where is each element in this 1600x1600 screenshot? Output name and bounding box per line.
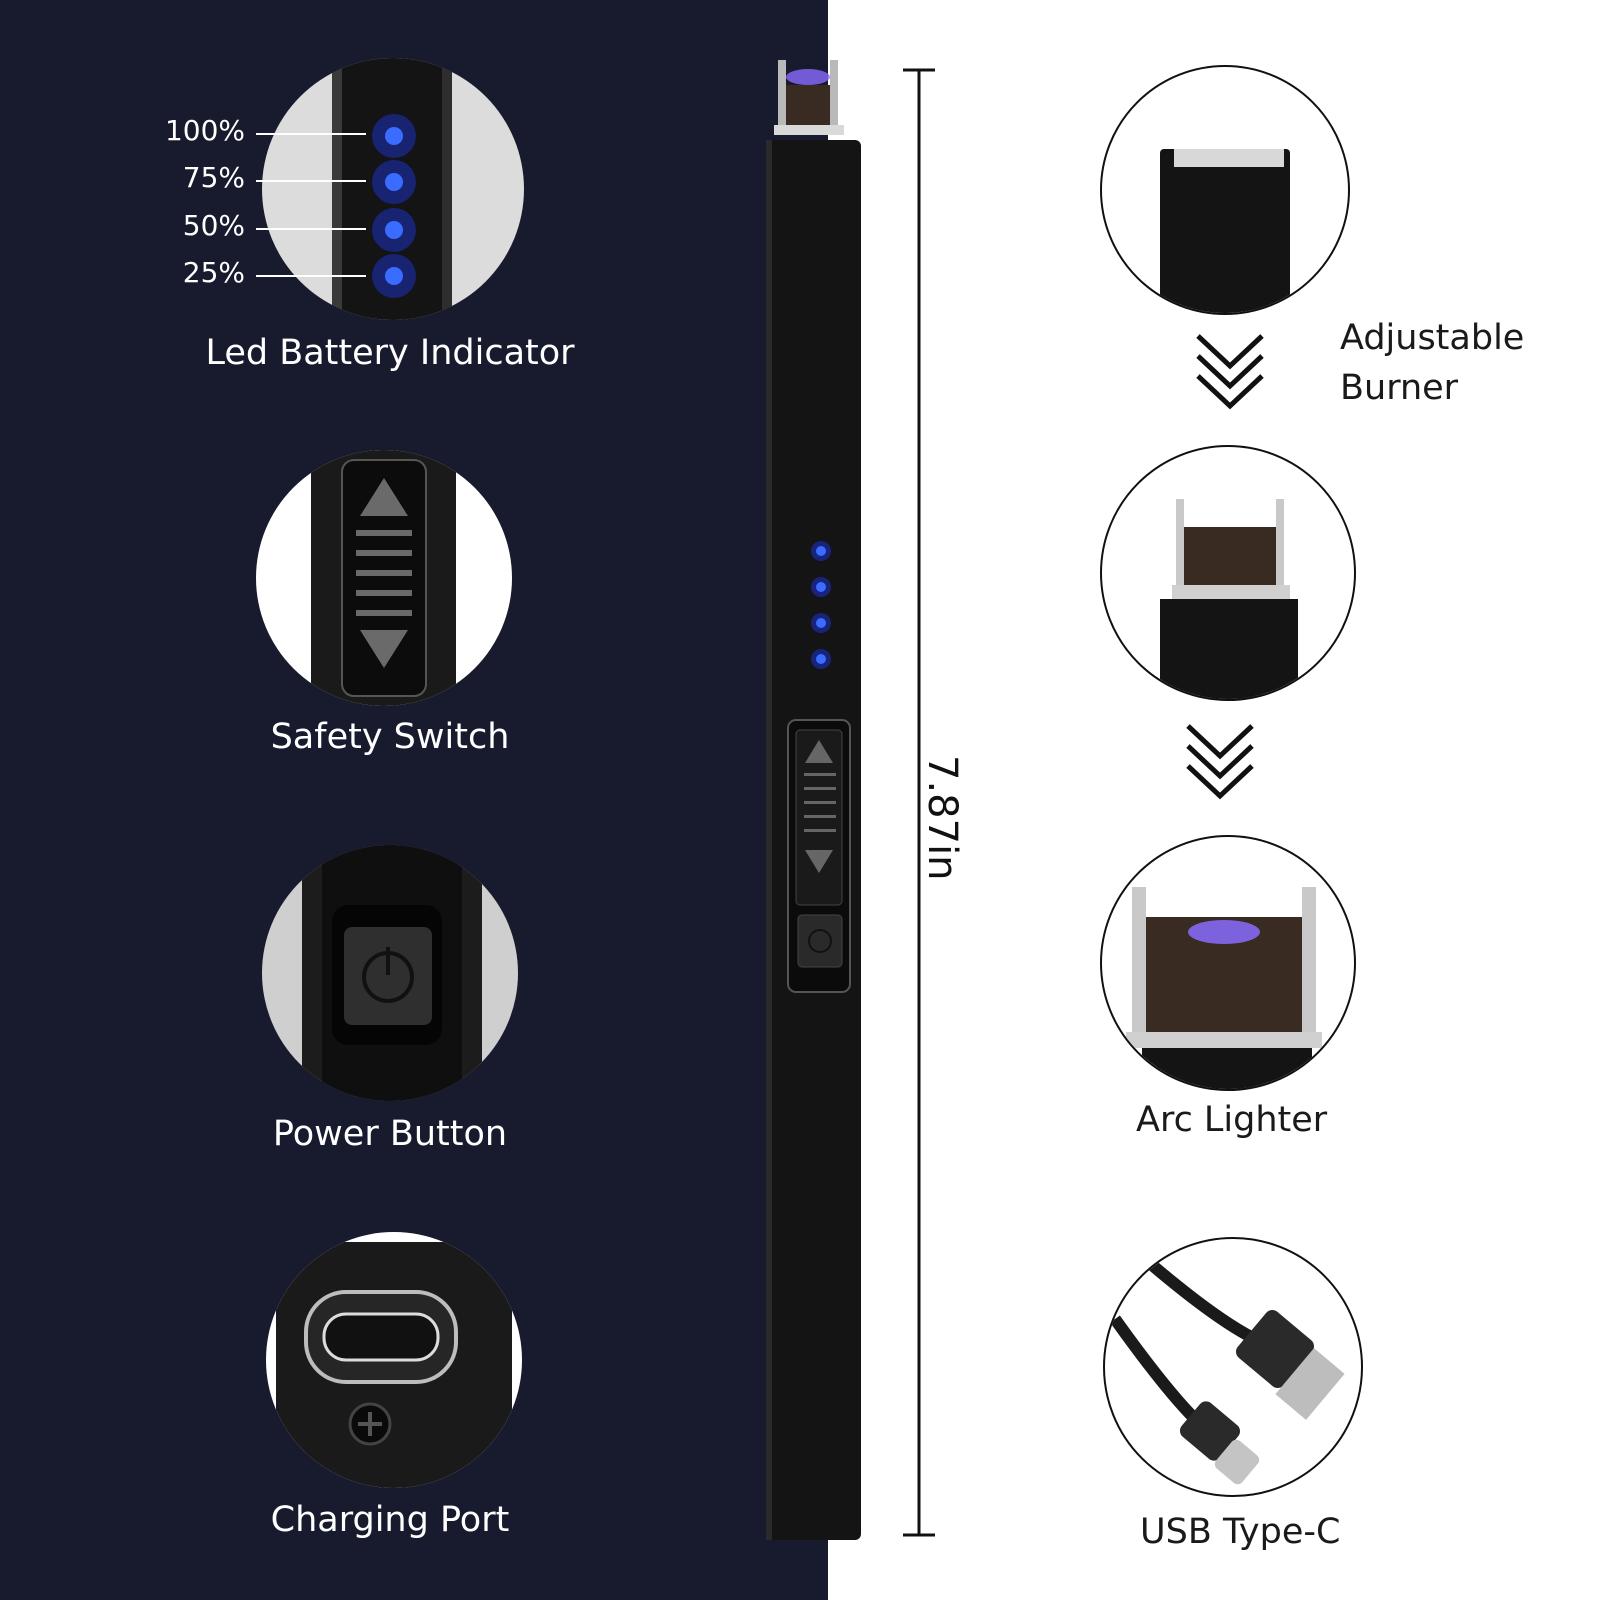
battery-indicator-label: Led Battery Indicator [205,333,575,373]
charging-port-closeup [266,1232,522,1488]
length-dimension-line [903,68,935,1537]
burner-open-closeup [1100,445,1356,701]
burner-closed-closeup [1100,65,1350,315]
level-50-label: 50% [182,209,245,242]
charging-port-label: Charging Port [270,1500,510,1540]
arc-lighter-closeup [1100,835,1356,1091]
level-75-label: 75% [182,161,245,194]
battery-indicator-closeup [262,58,524,320]
burner-label-line1: Adjustable [1340,318,1525,358]
level-100-label: 100% [164,114,245,147]
burner-label-line2: Burner [1340,368,1459,408]
length-dimension-label: 7.87in [919,755,965,881]
arc-lighter-label: Arc Lighter [1136,1100,1328,1140]
power-button-closeup [262,845,518,1101]
level-25-label: 25% [182,256,245,289]
usb-type-c-label: USB Type-C [1140,1512,1341,1552]
level-50-leader [256,228,366,230]
level-100-leader [256,133,366,135]
power-button-label: Power Button [272,1114,508,1154]
chevron-down-icon [1186,724,1254,800]
level-75-leader [256,180,366,182]
safety-switch-label: Safety Switch [270,717,510,757]
led-dots [372,114,416,298]
chevron-down-icon [1196,334,1264,410]
lighter-product-image [766,60,861,1540]
safety-switch-closeup [256,450,512,706]
level-25-leader [256,275,366,277]
usb-cable-closeup [1103,1237,1363,1497]
